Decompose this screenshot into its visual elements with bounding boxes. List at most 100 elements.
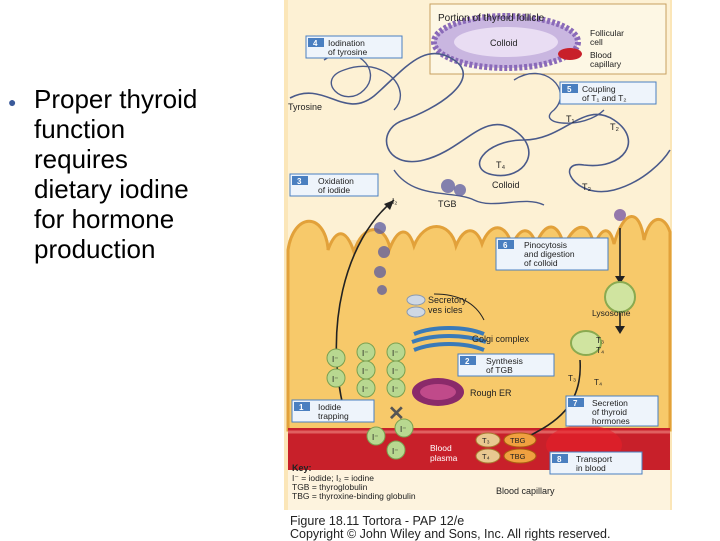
- secretory-vesicle: [406, 294, 426, 306]
- tgb-molecule: [441, 179, 455, 193]
- iodine-label: I₂: [392, 197, 397, 206]
- tyrosine-label: Tyrosine: [288, 102, 322, 112]
- t3-label: T₃: [568, 374, 576, 383]
- step-number: 3: [297, 177, 302, 186]
- bullet-line: function: [34, 114, 126, 144]
- step-8: 8 Transport in blood: [549, 451, 643, 475]
- rough-er-label: Rough ER: [470, 388, 512, 398]
- step-label: Secretion: [592, 398, 628, 408]
- iodide-ion: [386, 378, 406, 398]
- step-5: 5 Coupling of T₁ and T₂: [559, 81, 657, 105]
- step-badge: [460, 356, 476, 365]
- bullet-block: ● Proper thyroid function requires dieta…: [6, 84, 256, 264]
- golgi-complex: [411, 326, 487, 352]
- key-line: I⁻ = iodide; I₂ = iodine: [292, 473, 374, 483]
- bullet-dot-icon: ●: [8, 94, 17, 110]
- step-3: 3 Oxidation of iodide: [289, 173, 379, 197]
- step-number: 6: [503, 241, 508, 250]
- iodide-ion-label: I⁻: [362, 385, 368, 394]
- thyroglobulin-coil: [393, 169, 545, 206]
- golgi-cisterna: [413, 342, 485, 352]
- bullet-line: dietary iodine: [34, 174, 189, 204]
- step-label: of T₁ and T₂: [582, 93, 627, 103]
- figure-caption: Figure 18.11 Tortora - PAP 12/e Copyrigh…: [290, 515, 610, 541]
- t1-label: T₁: [566, 114, 575, 124]
- step-badge: [562, 84, 578, 93]
- t4-label: T₄: [496, 160, 505, 170]
- inset-capillary-label: capillary: [590, 59, 622, 69]
- thyroglobulin-coil: [513, 72, 605, 124]
- t3-label: T₃: [482, 436, 490, 445]
- inset-follicular-label: cell: [590, 37, 603, 47]
- step-box: [495, 237, 609, 271]
- step-1: 1 Iodide trapping: [291, 399, 375, 423]
- bullet-line: for hormone: [34, 204, 175, 234]
- rough-er-inner: [420, 384, 456, 400]
- step-box: [549, 451, 643, 475]
- iodide-ion-label: I⁻: [392, 385, 398, 394]
- hormone-t3-blood: [475, 432, 501, 448]
- golgi-cisterna: [411, 334, 487, 344]
- tgb-label: TGB: [438, 199, 457, 209]
- iodide-ion-label: I⁻: [372, 433, 378, 442]
- bullet-line: requires: [34, 144, 128, 174]
- tbg-label: TBG: [510, 452, 526, 461]
- step-label: Transport: [576, 454, 613, 464]
- tgb-molecule: [614, 209, 626, 221]
- iodide-ion-label: I⁻: [400, 425, 406, 434]
- arrowhead-icon: [615, 276, 625, 284]
- step-label: Iodide: [318, 402, 341, 412]
- step-badge: [552, 454, 568, 463]
- step-7: 7 Secretion of thyroid hormones: [565, 395, 659, 427]
- lysosome: [604, 281, 636, 313]
- hormone-t4-blood: [475, 448, 501, 464]
- iodide-ions: [326, 342, 414, 460]
- t4-label: T₄: [596, 346, 604, 355]
- t2-label: T₂: [610, 122, 619, 132]
- iodide-ion: [366, 426, 386, 446]
- golgi-label: Golgi complex: [472, 334, 530, 344]
- tgb-molecule: [374, 222, 386, 234]
- arrowhead-icon: [615, 326, 625, 334]
- golgi-cisterna: [413, 326, 485, 336]
- step-number: 5: [567, 85, 572, 94]
- step-4: 4 Iodination of tyrosine: [305, 35, 403, 59]
- caption-line: Figure 18.11 Tortora - PAP 12/e: [290, 514, 465, 528]
- inset-follicular-label: Follicular: [590, 28, 624, 38]
- step-label: hormones: [592, 416, 630, 426]
- iodide-ion-label: I⁻: [392, 367, 398, 376]
- step-label: of tyrosine: [328, 47, 367, 57]
- step-badge: [308, 38, 324, 47]
- t3-label: T₃: [582, 182, 591, 192]
- step-label: Oxidation: [318, 176, 354, 186]
- step-label: in blood: [576, 463, 606, 473]
- blood-plasma-label: Blood: [430, 443, 452, 453]
- iodide-ion-label: I⁻: [362, 367, 368, 376]
- caption-line: Copyright © John Wiley and Sons, Inc. Al…: [290, 527, 611, 541]
- iodide-ion: [356, 378, 376, 398]
- iodide-ion-label: I⁻: [332, 355, 338, 364]
- vesicle-path: [433, 293, 485, 321]
- t4-label: T₄: [594, 378, 602, 387]
- t3-label: T₃: [596, 336, 604, 345]
- step-label: of iodide: [318, 185, 350, 195]
- step-label: of TGB: [486, 365, 513, 375]
- step-box: [559, 81, 657, 105]
- tbg-carrier: [503, 432, 537, 448]
- inset-capillary: [558, 48, 582, 60]
- step-label: Synthesis: [486, 356, 523, 366]
- secretory-vesicles-label: Secretory: [428, 295, 467, 305]
- iodide-ion: [326, 368, 346, 388]
- iodide-trap-mark-icon: ✕: [388, 403, 405, 425]
- bullet-line: Proper thyroid: [34, 84, 198, 114]
- bullet-line: production: [34, 234, 156, 264]
- tgb-molecule: [378, 246, 390, 258]
- blood-capillary-label: Blood capillary: [496, 486, 555, 496]
- arrowhead-icon: [384, 200, 394, 210]
- bullet-text: Proper thyroid function requires dietary…: [34, 84, 197, 264]
- tbg-label: TBG: [510, 436, 526, 445]
- step-label: of colloid: [524, 258, 558, 268]
- step-box: [457, 353, 555, 377]
- tgb-molecule: [454, 184, 466, 196]
- step-badge: [498, 240, 514, 249]
